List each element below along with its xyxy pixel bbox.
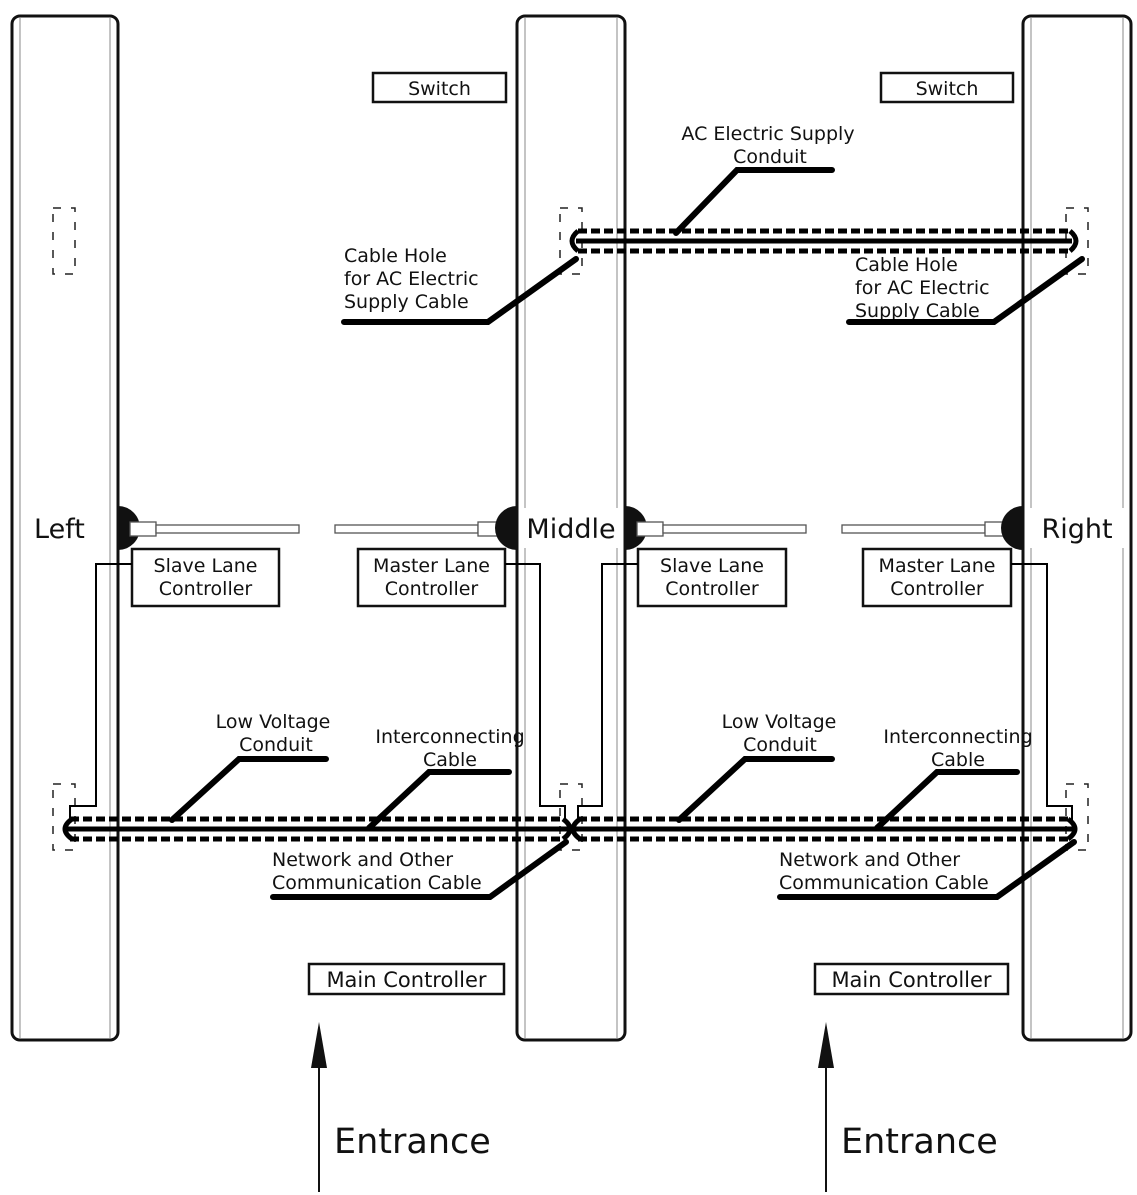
interconnecting-cable-leader-right [874,769,1020,831]
svg-text:Slave Lane: Slave Lane [154,555,258,577]
low-voltage-conduit-label-right-2: Conduit [743,734,817,756]
cable-hole-label-right-1: Cable Hole [855,254,958,276]
interconnecting-cable-label-left-2: Cable [423,749,477,771]
low-voltage-conduit-leader-left [169,756,329,823]
svg-text:Controller: Controller [890,578,984,600]
interconnecting-cable-label-right-2: Cable [931,749,985,771]
network-cable-leader-right [777,839,1077,900]
ac-supply-conduit-label-2: Conduit [733,146,807,168]
svg-text:Main Controller: Main Controller [326,968,486,992]
network-cable-label-right-1: Network and Other [779,849,960,871]
cable-hole-label-right-3: Supply Cable [855,300,980,322]
interconnecting-cable-label-left-1: Interconnecting [375,726,524,748]
entrance-arrow-left [311,1022,327,1192]
low-voltage-conduit-label-right-1: Low Voltage [722,711,837,733]
cable-hole-label-left-1: Cable Hole [344,245,447,267]
network-cable-label-left-2: Communication Cable [272,872,482,894]
network-cable-label-left-1: Network and Other [272,849,453,871]
ac-supply-conduit-leader [673,167,835,236]
master-lane-controller-left: Master Lane Controller [356,547,507,608]
slave-lane-controller-right: Slave Lane Controller [636,547,788,608]
cable-hole-leader-right [846,256,1085,325]
svg-text:Switch: Switch [408,78,471,100]
controller-wiring [69,563,1073,822]
interconnecting-cable-label-right-1: Interconnecting [883,726,1032,748]
interconnecting-cable-leader-left [366,769,512,831]
entrance-label-left: Entrance [334,1122,491,1162]
cable-hole-label-left-2: for AC Electric [344,268,479,290]
post-label-left: Left [34,514,85,545]
barriers [118,506,1023,550]
post-label-right: Right [1041,514,1112,545]
main-controller-left: Main Controller [307,962,506,996]
entrance-arrow-right [818,1022,834,1192]
low-voltage-conduit-label-left-1: Low Voltage [216,711,331,733]
svg-text:Master Lane: Master Lane [373,555,490,577]
ac-supply-conduit-label-1: AC Electric Supply [681,123,854,145]
slave-lane-controller-left: Slave Lane Controller [130,547,281,608]
svg-text:Controller: Controller [385,578,479,600]
svg-text:Slave Lane: Slave Lane [660,555,764,577]
network-cable-leader-left [270,839,569,900]
svg-text:Master Lane: Master Lane [879,555,996,577]
switch-box-left: Switch [371,71,508,104]
cable-hole-leader-left [341,256,579,325]
svg-text:Controller: Controller [159,578,253,600]
switch-box-right: Switch [879,71,1015,104]
svg-text:Main Controller: Main Controller [831,968,991,992]
master-lane-controller-right: Master Lane Controller [861,547,1013,608]
cable-hole-label-right-2: for AC Electric [855,277,990,299]
svg-text:Switch: Switch [916,78,979,100]
low-voltage-conduit-label-left-2: Conduit [239,734,313,756]
network-cable-label-right-2: Communication Cable [779,872,989,894]
svg-text:Controller: Controller [665,578,759,600]
cable-hole-label-left-3: Supply Cable [344,291,469,313]
ac-supply-conduit [569,228,1079,254]
low-voltage-conduit [62,816,1078,842]
entrance-label-right: Entrance [841,1122,998,1162]
main-controller-right: Main Controller [813,962,1010,996]
low-voltage-conduit-leader-right [676,756,835,823]
post-label-middle: Middle [526,514,615,545]
